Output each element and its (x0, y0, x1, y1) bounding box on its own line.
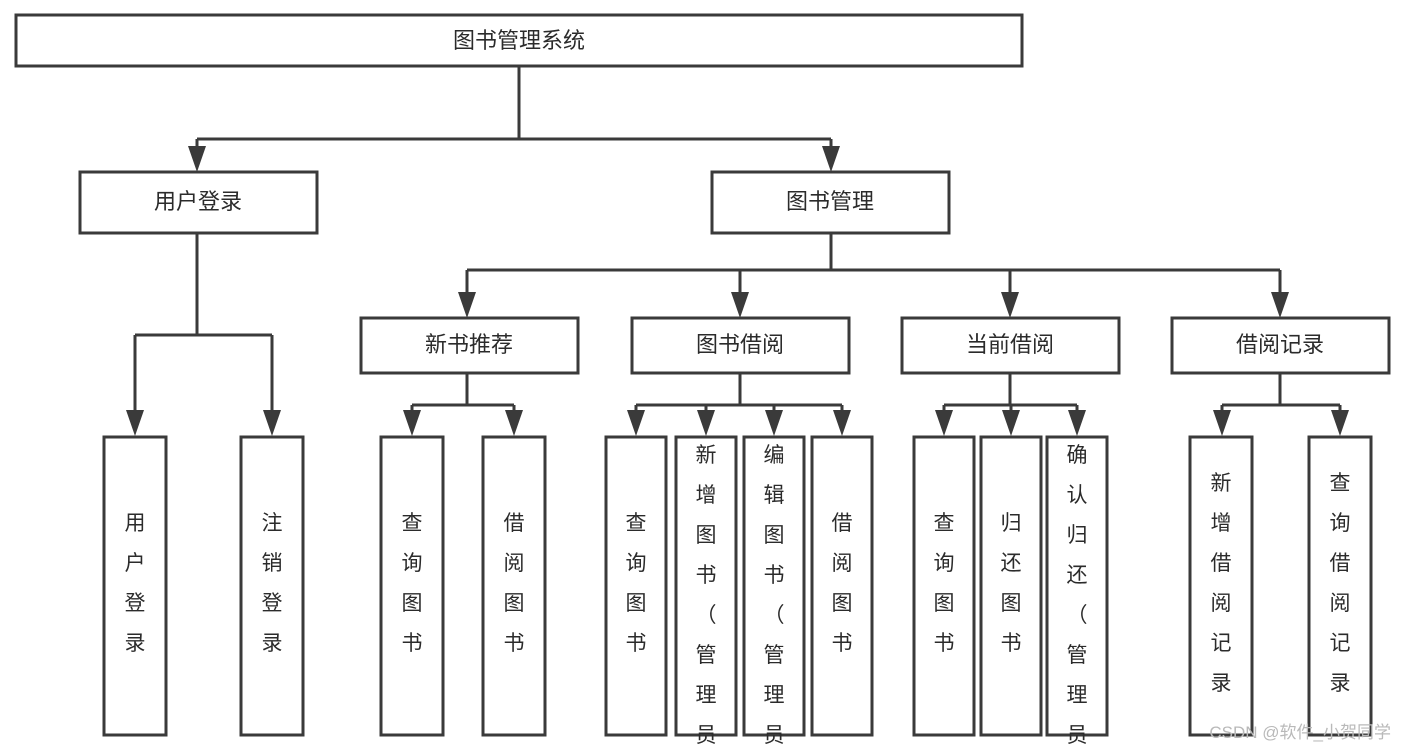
node-borrow-record-label: 借阅记录 (1236, 332, 1324, 357)
leaf-borrow-book-1-box[interactable] (481, 435, 547, 737)
leaf-add-book[interactable]: 新增图书（管理员） (674, 435, 738, 747)
leaf-logout[interactable]: 注销登录 (239, 435, 305, 737)
node-user-login[interactable]: 用户登录 (78, 170, 319, 235)
leaf-add-book-box[interactable] (674, 435, 738, 737)
leaf-query-book-1-label: 查询图书 (402, 512, 423, 655)
arrow-to-leaf-confirm-return (1068, 410, 1086, 436)
leaf-query-record[interactable]: 查询借阅记录 (1307, 435, 1373, 737)
arrow-to-current-borrow (1001, 292, 1019, 318)
connector-layer (126, 66, 1349, 436)
node-root-box[interactable] (14, 13, 1024, 68)
node-current-borrow-label: 当前借阅 (966, 332, 1054, 357)
leaf-borrow-book-1-label: 借阅图书 (504, 512, 525, 655)
node-current-borrow[interactable]: 当前借阅 (900, 316, 1121, 375)
leaf-query-book-3-label: 查询图书 (934, 512, 955, 655)
node-book-manage-box[interactable] (710, 170, 951, 235)
arrow-to-leaf-borrow-book-1 (505, 410, 523, 436)
leaf-return-book-label: 归还图书 (1001, 512, 1022, 655)
leaf-query-record-label: 查询借阅记录 (1330, 472, 1351, 695)
arrow-to-leaf-add-record (1213, 410, 1231, 436)
leaf-query-book-1-box[interactable] (379, 435, 445, 737)
leaf-return-book-box[interactable] (979, 435, 1043, 737)
leaf-borrow-book-2-label: 借阅图书 (832, 512, 853, 655)
node-borrow-record-box[interactable] (1170, 316, 1391, 375)
leaf-borrow-book-1[interactable]: 借阅图书 (481, 435, 547, 737)
arrow-to-leaf-query-book-3 (935, 410, 953, 436)
leaf-user-login-box[interactable] (102, 435, 168, 737)
node-user-login-label: 用户登录 (154, 189, 242, 214)
arrow-to-book-borrow (731, 292, 749, 318)
arrow-to-leaf-return-book (1002, 410, 1020, 436)
node-book-manage[interactable]: 图书管理 (710, 170, 951, 235)
leaf-edit-book-box[interactable] (742, 435, 806, 737)
arrow-to-leaf-borrow-book-2 (833, 410, 851, 436)
arrow-to-leaf-query-record (1331, 410, 1349, 436)
leaf-query-book-2-label: 查询图书 (626, 512, 647, 655)
arrow-to-new-book-rec (458, 292, 476, 318)
arrow-to-leaf-add-book (697, 410, 715, 436)
node-new-book-recommend-label: 新书推荐 (425, 332, 513, 357)
leaf-logout-box[interactable] (239, 435, 305, 737)
arrow-to-leaf-logout (263, 410, 281, 436)
leaf-query-book-2-box[interactable] (604, 435, 668, 737)
node-book-manage-label: 图书管理 (786, 189, 874, 214)
leaf-user-login[interactable]: 用户登录 (102, 435, 168, 737)
leaf-query-record-box[interactable] (1307, 435, 1373, 737)
leaf-edit-book-label: 编辑图书（管理员） (764, 444, 785, 747)
leaf-add-book-label: 新增图书（管理员） (696, 444, 717, 747)
node-book-borrow[interactable]: 图书借阅 (630, 316, 851, 375)
node-book-borrow-box[interactable] (630, 316, 851, 375)
leaf-add-record[interactable]: 新增借阅记录 (1188, 435, 1254, 737)
arrow-to-leaf-query-book-1 (403, 410, 421, 436)
leaf-query-book-1[interactable]: 查询图书 (379, 435, 445, 737)
leaf-query-book-3[interactable]: 查询图书 (912, 435, 976, 737)
node-borrow-record[interactable]: 借阅记录 (1170, 316, 1391, 375)
leaf-logout-label: 注销登录 (262, 512, 283, 655)
leaf-confirm-return-box[interactable] (1045, 435, 1109, 737)
node-root[interactable]: 图书管理系统 (14, 13, 1024, 68)
leaf-confirm-return[interactable]: 确认归还（管理员） (1045, 435, 1109, 747)
node-new-book-recommend[interactable]: 新书推荐 (359, 316, 580, 375)
leaf-return-book[interactable]: 归还图书 (979, 435, 1043, 737)
arrow-root-to-book-manage (822, 146, 840, 172)
node-root-label: 图书管理系统 (453, 28, 585, 53)
arrow-to-leaf-query-book-2 (627, 410, 645, 436)
node-book-borrow-label: 图书借阅 (696, 332, 784, 357)
arrow-to-leaf-user-login (126, 410, 144, 436)
node-current-borrow-box[interactable] (900, 316, 1121, 375)
arrow-to-leaf-edit-book (765, 410, 783, 436)
leaf-query-book-3-box[interactable] (912, 435, 976, 737)
arrow-to-borrow-record (1271, 292, 1289, 318)
node-user-login-box[interactable] (78, 170, 319, 235)
leaf-borrow-book-2-box[interactable] (810, 435, 874, 737)
csdn-watermark: CSDN @软件_小贺同学 (1209, 723, 1391, 742)
leaf-user-login-label: 用户登录 (125, 512, 146, 655)
leaf-borrow-book-2[interactable]: 借阅图书 (810, 435, 874, 737)
leaf-add-record-box[interactable] (1188, 435, 1254, 737)
leaf-query-book-2[interactable]: 查询图书 (604, 435, 668, 737)
node-new-book-recommend-box[interactable] (359, 316, 580, 375)
arrow-root-to-user-login (188, 146, 206, 172)
leaf-add-record-label: 新增借阅记录 (1211, 472, 1232, 695)
leaf-confirm-return-label: 确认归还（管理员） (1067, 444, 1088, 747)
leaf-edit-book[interactable]: 编辑图书（管理员） (742, 435, 806, 747)
